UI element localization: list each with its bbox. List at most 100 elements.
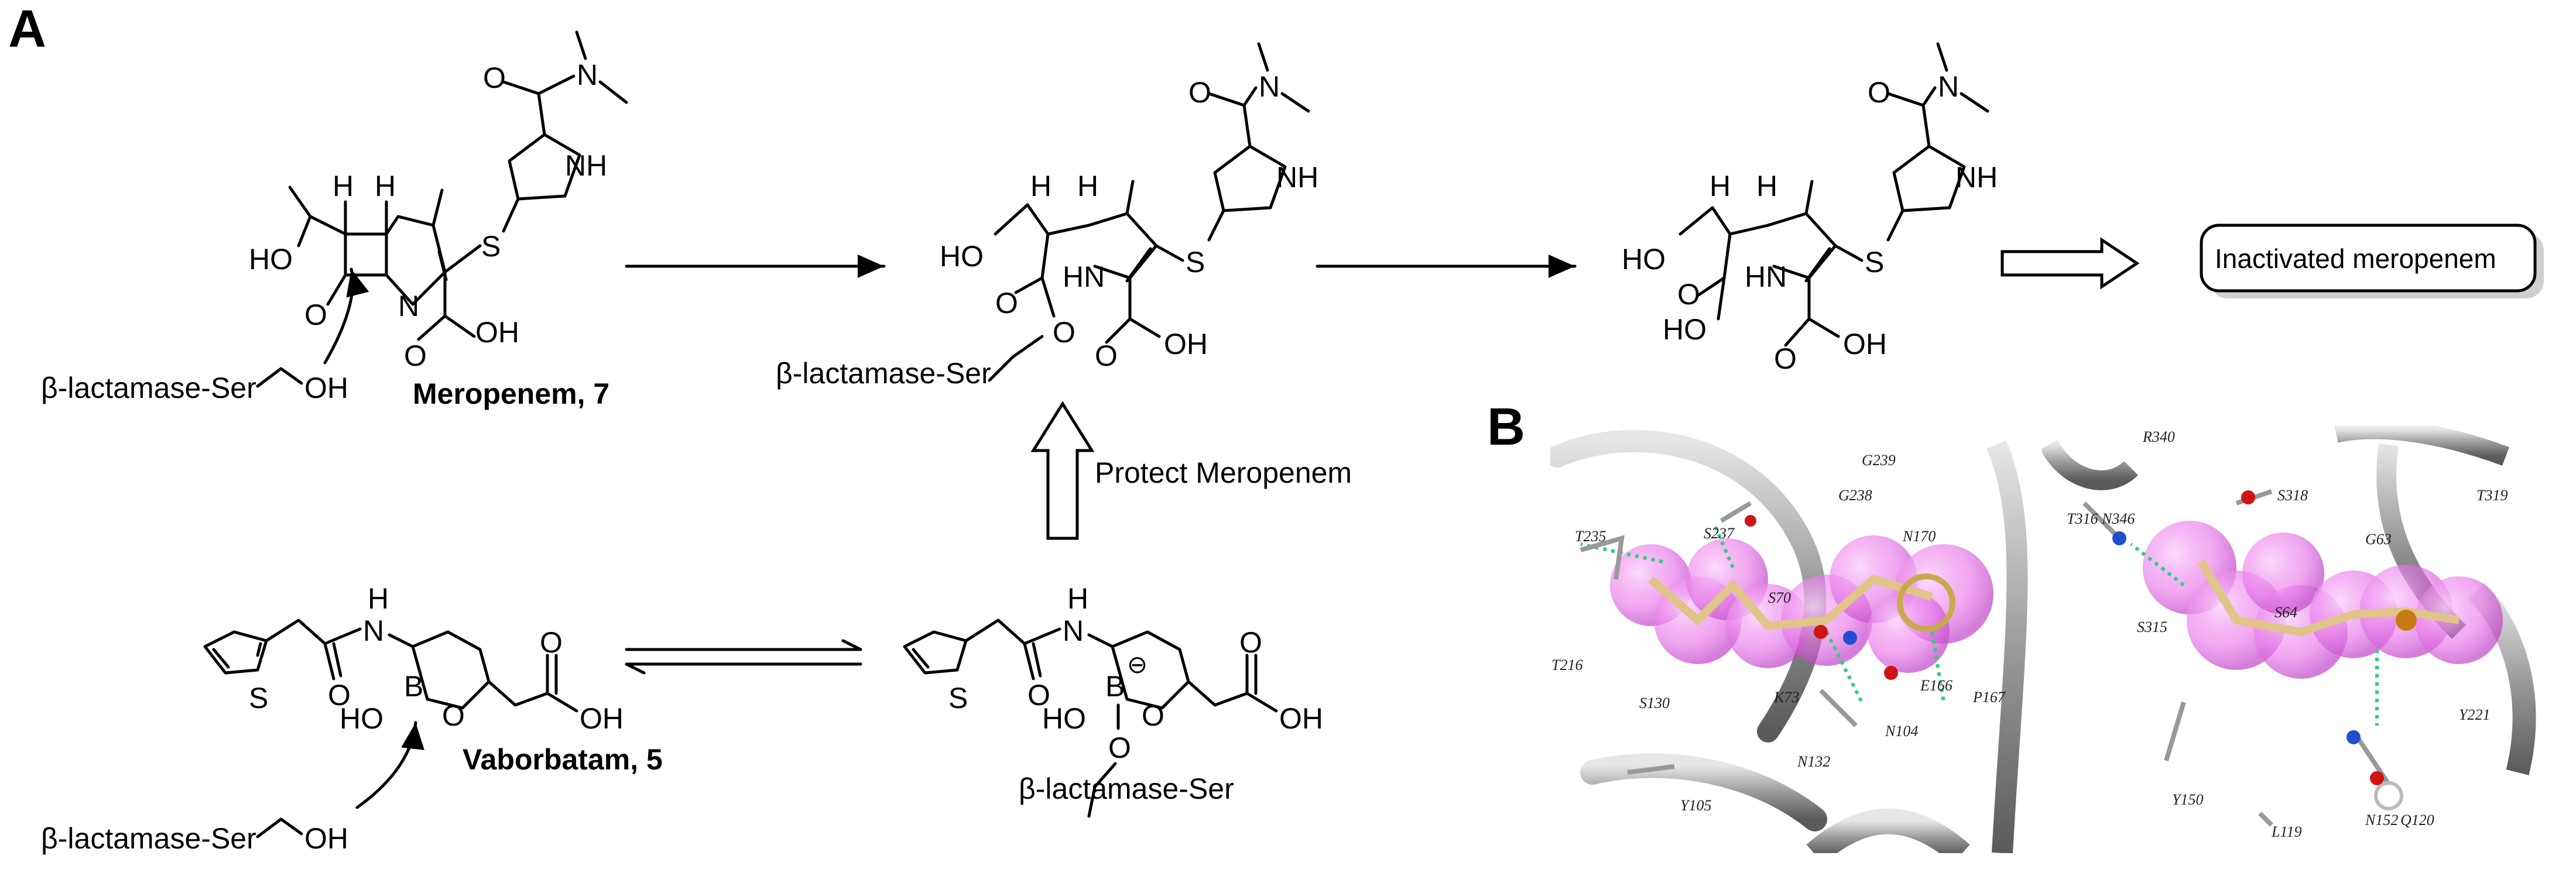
meropenem-ser-oh: OH [304, 372, 348, 404]
product-carboxyl-o: O [1774, 342, 1797, 375]
meropenem-ho: HO [249, 243, 293, 276]
right-res-g63: G63 [2365, 531, 2392, 548]
right-res-r340: R340 [2142, 428, 2175, 445]
left-res-s70: S70 [1768, 589, 1791, 606]
left-res-n132: N132 [1797, 753, 1830, 770]
meropenem-acid-oh: OH [475, 316, 519, 349]
vaborbatam-ser-oh: OH [304, 822, 348, 855]
intermediate-acid-oh: OH [1164, 328, 1208, 360]
left-res-p167: P167 [1972, 689, 2006, 706]
adduct-ser-o: O [1108, 731, 1131, 764]
meropenem-ser-label: β-lactamase-Ser [41, 372, 256, 404]
right-res-s315: S315 [2137, 618, 2167, 635]
adduct-amide-o: O [1027, 679, 1050, 712]
adduct-amide-n: N [1063, 614, 1084, 647]
vaborbatam-name: Vaborbatam, 5 [463, 743, 663, 776]
right-res-q120: Q120 [2400, 812, 2434, 829]
left-res-t216: T216 [1551, 657, 1582, 673]
vaborbatam-amide-n: N [363, 614, 384, 647]
right-res-n152: N152 [2365, 812, 2398, 829]
product-h2: H [1756, 170, 1777, 202]
intermediate-acid-o: O [1095, 339, 1118, 372]
adduct-ring-o: O [1142, 699, 1164, 732]
left-res-g239: G239 [1862, 452, 1896, 469]
vaborbatam-thiophene-s: S [249, 682, 268, 714]
outcome-box: Inactivated meropenem [2200, 224, 2544, 298]
meropenem-nh: NH [565, 149, 607, 182]
product-acid-ho: HO [1663, 313, 1707, 346]
panel-label-a: A [8, 0, 46, 59]
protect-hollow-arrow [1030, 401, 1095, 540]
vaborbatam-boron: B [404, 670, 423, 703]
meropenem-ring-n: N [398, 290, 419, 322]
structure-right-panel: R340 T319 S318 T316 N346 G63 S315 S64 Y2… [2042, 426, 2576, 853]
intermediate-hn: HN [1063, 260, 1105, 293]
intermediate-ester-o: O [995, 287, 1018, 319]
intermediate-ho: HO [940, 240, 984, 273]
intermediate-amide-n: N [1259, 70, 1280, 103]
left-res-n170: N170 [1902, 528, 1936, 545]
adduct-b-oh: HO [1042, 702, 1086, 735]
meropenem-acid-o: O [404, 339, 427, 372]
right-res-l119: L119 [2271, 823, 2302, 840]
adduct-boron: B [1105, 670, 1125, 703]
meropenem-h1: H [333, 170, 354, 202]
meropenem-carbonyl-o: O [304, 298, 327, 331]
vaborbatam-ring-o: O [442, 699, 465, 732]
left-res-s130: S130 [1639, 695, 1670, 712]
meropenem-name: Meropenem, 7 [413, 377, 609, 410]
left-res-y105: Y105 [1680, 797, 1711, 814]
meropenem-structure: O N H H HO O OH S NH O N [249, 30, 628, 372]
product-nh: NH [1955, 161, 1998, 194]
right-res-s64: S64 [2274, 604, 2297, 621]
left-res-k73: K73 [1773, 689, 1799, 706]
protect-label: Protect Meropenem [1095, 456, 1352, 489]
right-res-n346: N346 [2101, 510, 2135, 527]
vaborbatam-b-oh: HO [340, 702, 383, 735]
product-amide-n: N [1938, 70, 1959, 103]
product-s: S [1865, 246, 1884, 279]
outcome-label: Inactivated meropenem [2215, 243, 2496, 274]
vaborbatam-amide-o: O [328, 679, 351, 712]
left-res-g238: G238 [1838, 487, 1872, 504]
intermediate-amide-o: O [1188, 76, 1211, 109]
adduct-charge: ⊖ [1127, 651, 1147, 678]
left-res-t235: T235 [1575, 528, 1606, 545]
boronate-adduct-structure: S O N H B ⊖ O HO O O OH [903, 582, 1323, 818]
meropenem-h2: H [375, 170, 396, 202]
hydrolyzed-product-structure: HN HO H H O HO O OH S NH O N [1622, 42, 1998, 375]
right-res-s318: S318 [2277, 487, 2308, 504]
meropenem-s: S [481, 230, 501, 263]
structure-left-panel: G239 G238 T235 S237 N170 S70 T216 K73 E1… [1550, 426, 2036, 853]
right-res-y150: Y150 [2172, 791, 2203, 808]
vaborbatam-acid-oh: OH [580, 702, 624, 735]
panel-label-b: B [1487, 398, 1525, 456]
intermediate-s: S [1186, 246, 1205, 279]
intermediate-nh: NH [1276, 161, 1318, 194]
left-res-n104: N104 [1885, 723, 1918, 740]
intermediate-h2: H [1030, 170, 1051, 202]
vaborbatam-acid-o: O [540, 626, 563, 659]
intermediate-ser-label: β-lactamase-Ser [776, 357, 991, 390]
equilibrium-arrows [625, 639, 862, 675]
product-h1: H [1710, 170, 1731, 202]
meropenem-amide-o: O [483, 61, 506, 94]
adduct-ser-label: β-lactamase-Ser [1019, 772, 1234, 805]
adduct-acid-o: O [1239, 626, 1262, 659]
vaborbatam-amide-h: H [368, 582, 389, 615]
product-hn: HN [1745, 260, 1787, 293]
outcome-hollow-arrow [2000, 237, 2140, 290]
product-acid-o: O [1677, 278, 1700, 311]
left-res-s237: S237 [1704, 525, 1735, 542]
vaborbatam-structure: S O N H B O HO O OH [203, 582, 624, 809]
intermediate-h1: H [1077, 170, 1098, 202]
product-amide-o: O [1868, 76, 1890, 109]
adduct-acid-oh: OH [1279, 702, 1323, 735]
adduct-amide-h: H [1067, 582, 1088, 615]
left-res-e166: E166 [1920, 677, 1952, 694]
vaborbatam-ser-label: β-lactamase-Ser [41, 822, 256, 855]
acyl-intermediate-structure: HN HO H H O O O OH S NH O N [940, 42, 1318, 382]
right-res-t319: T319 [2476, 487, 2508, 504]
